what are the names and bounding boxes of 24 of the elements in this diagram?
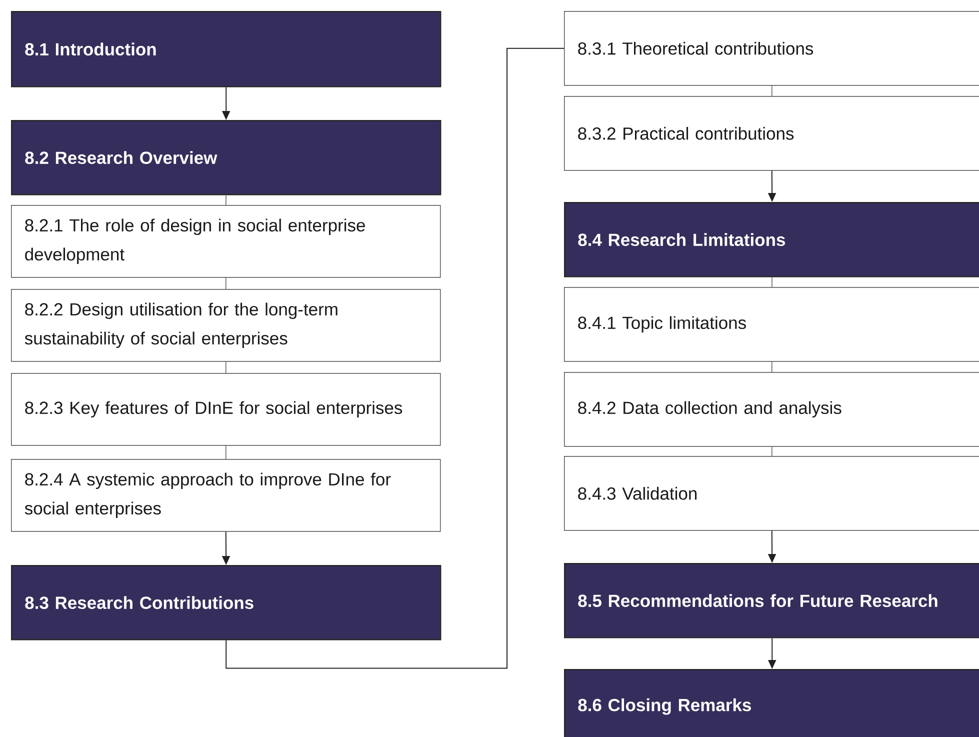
subsection-box: 8.4.2 Data collection and analysis [564,372,979,447]
section-box: 8.3 Research Contributions [11,565,442,640]
section-box: 8.2 Research Overview [11,120,442,196]
connector-line [771,276,773,288]
subsection-box: 8.2.4 A systemic approach to improve DIne for social enterprises [11,459,441,532]
connector-line [771,85,772,96]
connector-line [225,194,227,206]
connector-line [226,48,564,669]
connector-line [225,277,226,290]
subsection-box: 8.4.3 Validation [564,456,979,531]
connector-line [771,446,772,456]
section-box: 8.4 Research Limitations [564,202,979,278]
connector-line [225,445,226,460]
section-box: 8.6 Closing Remarks [564,669,979,737]
subsection-box: 8.4.1 Topic limitations [564,287,979,362]
subsection-box: 8.2.1 The role of design in social enterprise development [11,205,441,278]
connector-line [771,361,772,372]
section-box: 8.5 Recommendations for Future Research [564,563,979,638]
subsection-box: 8.3.1 Theoretical contributions [564,11,979,86]
subsection-box: 8.3.2 Practical contributions [564,96,979,171]
connector-line [225,361,226,374]
section-box: 8.1 Introduction [11,11,442,88]
subsection-box: 8.2.3 Key features of DInE for social enterprises [11,373,441,446]
subsection-box: 8.2.2 Design utilisation for the long-term sustainability of social enterprises [11,289,441,362]
